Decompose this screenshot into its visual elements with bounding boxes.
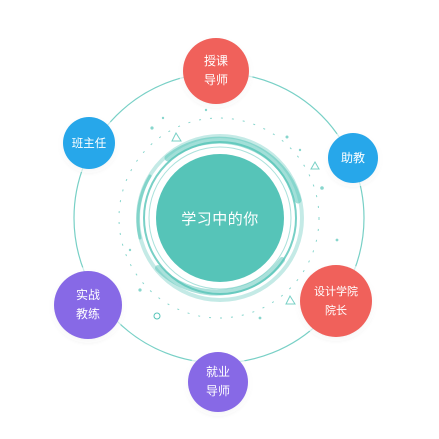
small-hollow-circle (153, 312, 161, 320)
small-triangles (171, 131, 320, 305)
node-design-dean[interactable]: 设计学院 院长 (300, 265, 372, 337)
node-career-tutor-line2: 导师 (205, 384, 230, 398)
swoosh-arc-3 (136, 174, 152, 240)
node-design-dean-line1: 设计学院 (314, 285, 358, 298)
center-disc (156, 154, 284, 282)
inner-ring-inner (148, 146, 292, 290)
node-teaching-tutor-line1: 授课 (203, 54, 228, 68)
node-career-tutor-line1: 就业 (205, 365, 230, 379)
node-teaching-tutor[interactable]: 授课 导师 (183, 38, 249, 104)
node-practice-coach[interactable]: 实战 教练 (54, 271, 122, 339)
node-teaching-tutor-line2: 导师 (203, 73, 228, 87)
node-design-dean-line2: 院长 (325, 304, 347, 317)
swoosh-arc-1 (164, 136, 302, 204)
dashed-ring (118, 117, 320, 319)
sparkle-dots (128, 108, 339, 320)
node-teaching-assistant[interactable]: 助教 (328, 133, 378, 183)
node-head-teacher[interactable]: 班主任 (63, 117, 115, 169)
center-label: 学习中的你 (181, 209, 259, 228)
node-career-tutor[interactable]: 就业 导师 (188, 352, 248, 412)
node-teaching-assistant-line1: 助教 (340, 150, 365, 165)
node-practice-coach-line1: 实战 (75, 288, 100, 302)
swoosh-arc-2 (155, 257, 285, 296)
node-head-teacher-line1: 班主任 (71, 135, 107, 150)
node-practice-coach-line2: 教练 (75, 307, 100, 321)
